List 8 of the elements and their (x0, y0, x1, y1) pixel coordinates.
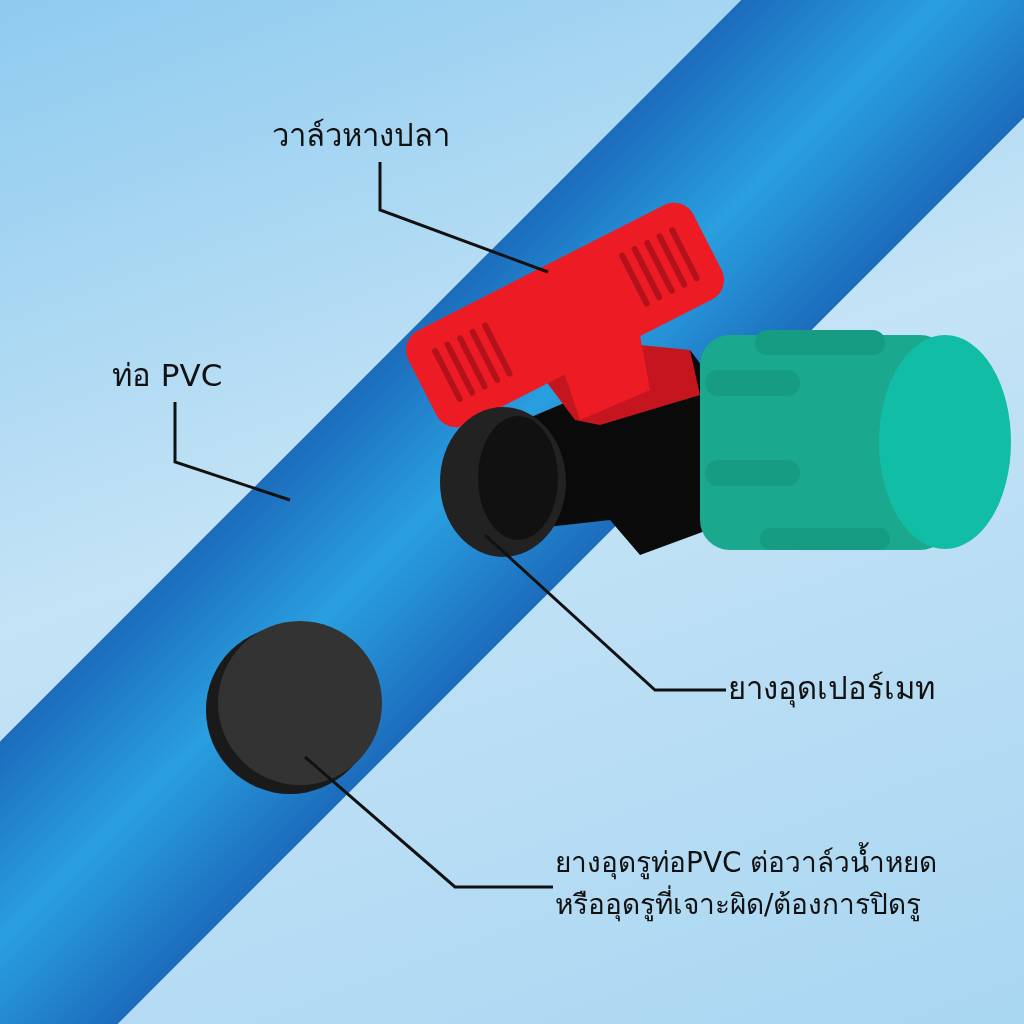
callout-label: ยางอุดเปอร์เมท (728, 665, 998, 712)
leader-line (304, 755, 553, 889)
callout-label: ท่อ PVC (112, 352, 252, 399)
leader-line (173, 402, 291, 502)
callout-label: ยางอุดรูท่อPVC ต่อวาล์วน้ำหยดหรืออุดรูที่เจาะผิด/ต้องการปิดรู (555, 842, 975, 926)
callout-label: วาล์วหางปลา (272, 112, 482, 159)
leader-line (484, 533, 726, 692)
leader-line (378, 162, 549, 274)
